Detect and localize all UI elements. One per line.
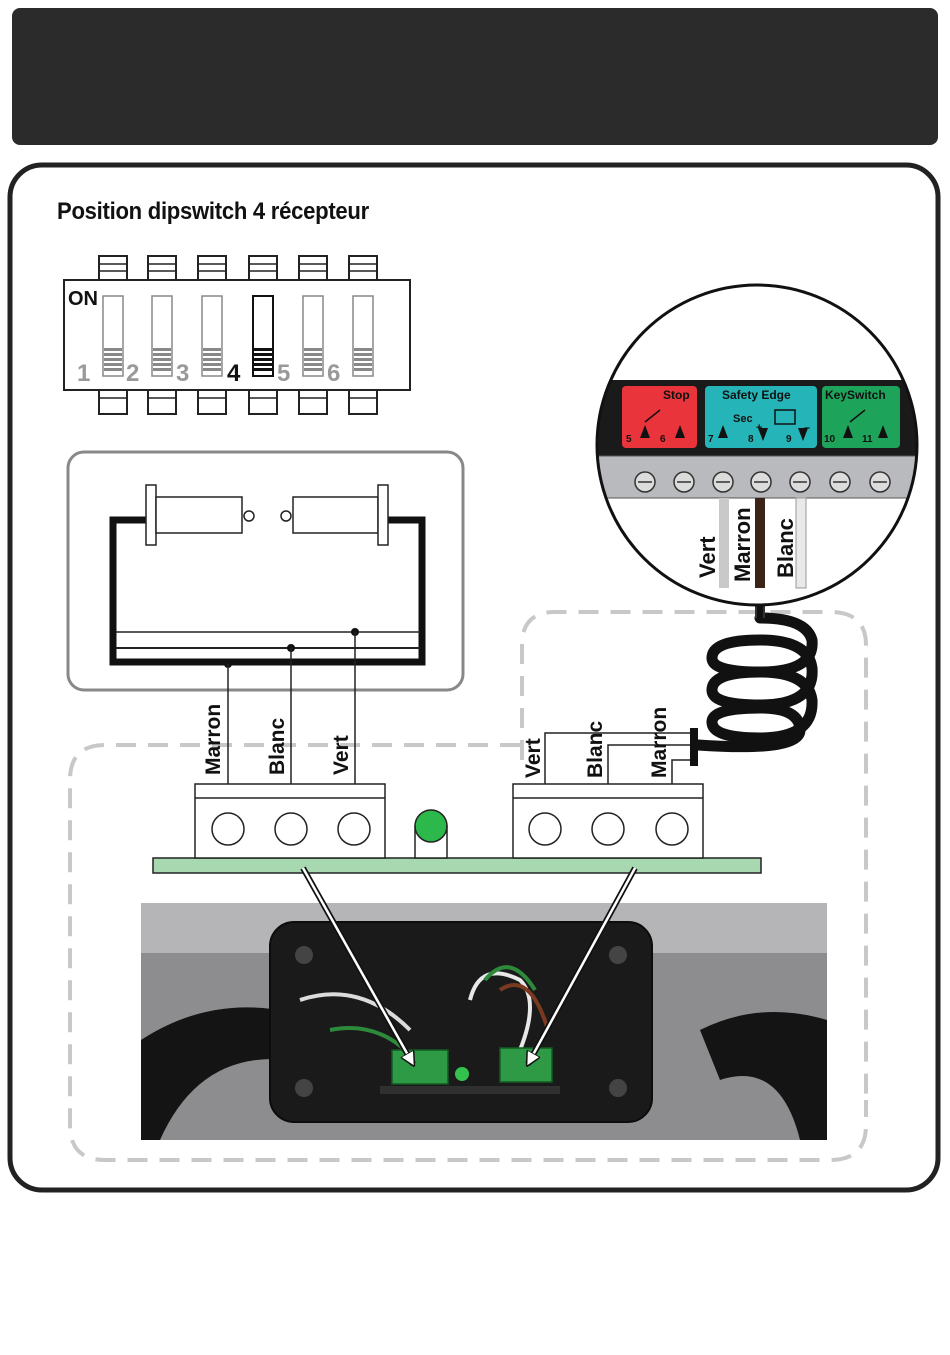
safety-edge-terminal-8: 8 [748, 434, 754, 445]
zoom-wire-label-marron: Marron [730, 507, 755, 582]
dipswitch-pin-top [249, 256, 277, 280]
stop-label: Stop [663, 388, 690, 402]
dipswitch-pin-bottom [148, 390, 176, 414]
dipswitch-number-1: 1 [77, 360, 90, 387]
zoom-wire-label-vert: Vert [695, 536, 720, 578]
enclosure-photo [141, 903, 827, 1140]
stop-terminal-6: 6 [660, 434, 666, 445]
zoom-wire-label-blanc: Blanc [773, 518, 798, 578]
receiver-wire-label-vert: Vert [330, 735, 353, 775]
dipswitch-number-6: 6 [327, 360, 340, 387]
dipswitch-pin-top [99, 256, 127, 280]
stop-terminal-5: 5 [626, 434, 632, 445]
dipswitch-pin-bottom [299, 390, 327, 414]
dipswitch-number-4: 4 [227, 360, 241, 387]
dipswitch-number-5: 5 [277, 360, 290, 387]
dipswitch-pin-bottom [249, 390, 277, 414]
safety-edge-label: Safety Edge [722, 388, 791, 402]
safety-edge-terminal-9: 9 [786, 434, 792, 445]
dipswitch-on-label: ON [68, 288, 98, 310]
cable-wire-label-blanc: Blanc [584, 720, 607, 778]
dipswitch-pin-bottom [99, 390, 127, 414]
safety-edge-sub-label: Sec [733, 413, 753, 425]
receiver-box [68, 452, 463, 690]
keyswitch-label: KeySwitch [825, 388, 886, 402]
keyswitch-terminal-10: 10 [824, 434, 836, 445]
cable-wire-label-marron: Marron [648, 707, 671, 778]
dipswitch-number-3: 3 [176, 360, 189, 387]
terminal-block-right [513, 784, 703, 858]
keyswitch-terminal-11: 11 [862, 434, 873, 445]
coiled-cable [698, 598, 812, 747]
dipswitch-pin-top [349, 256, 377, 280]
dipswitch-block: ON 1 2 3 4 5 6 [64, 256, 410, 414]
dipswitch-pin-top [299, 256, 327, 280]
safety-edge-terminal-7: 7 [708, 434, 714, 445]
dipswitch-pin-top [148, 256, 176, 280]
receiver-wire-label-blanc: Blanc [266, 717, 289, 775]
status-led [415, 810, 447, 858]
dipswitch-number-2: 2 [126, 360, 139, 387]
pcb-board [153, 858, 761, 873]
zoom-circle: Stop 5 6 Safety Edge Sec + – 7 8 9 KeySw… [597, 285, 917, 605]
dipswitch-pin-bottom [349, 390, 377, 414]
dipswitch-pin-top [198, 256, 226, 280]
cable-wire-label-vert: Vert [522, 738, 545, 778]
receiver-wire-label-marron: Marron [202, 704, 225, 775]
terminal-block-left [195, 784, 385, 858]
dipswitch-pin-bottom [198, 390, 226, 414]
